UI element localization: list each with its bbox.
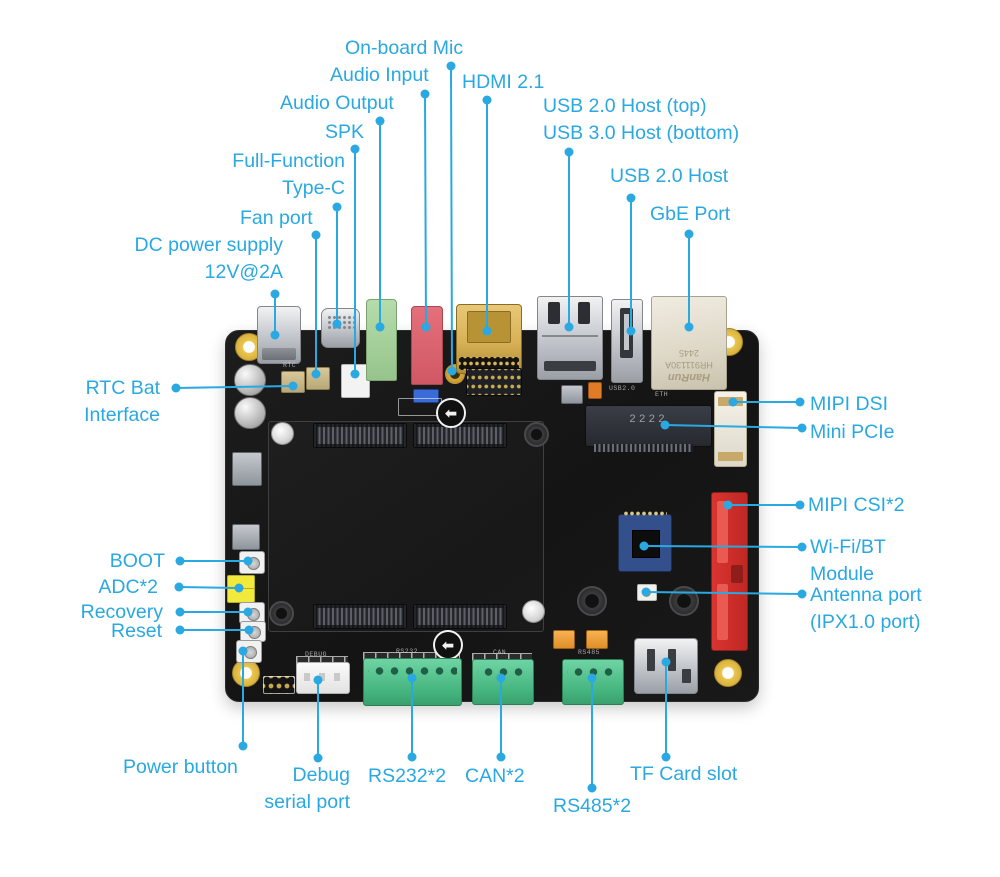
label-debug: Debug serial port (264, 764, 350, 813)
label-adc: ADC*2 (98, 576, 158, 598)
b2b-connector (413, 604, 507, 629)
label-mini-pcie: Mini PCIe (810, 421, 895, 443)
spk-connector (341, 364, 370, 398)
silkscreen-rs485: RS485 (578, 649, 601, 656)
label-gbe: GbE Port (650, 203, 731, 225)
label-boot: BOOT (109, 550, 165, 572)
b2b-connector (313, 604, 407, 629)
silkscreen-rtc: RTC (283, 362, 297, 369)
label-onboard-mic: On-board Mic (345, 37, 464, 59)
silkscreen-rs232: RS232 (396, 648, 419, 655)
label-recovery: Recovery (80, 601, 163, 623)
boot-button (239, 551, 265, 574)
rs232-terminal (363, 658, 462, 706)
module-marking: 2222 (629, 414, 668, 426)
dc-jack (257, 306, 301, 364)
gbe-brand-marking: HanRun (667, 371, 711, 383)
standoff-post (269, 601, 294, 626)
jumper-blue (413, 389, 439, 403)
power-inductor (232, 452, 262, 486)
b2b-connector (413, 423, 507, 448)
gbe-batch-marking: 2445 (678, 348, 700, 358)
logo-arrow: ⬅ (433, 630, 463, 660)
smd-cap-orange (588, 382, 602, 399)
smd-chip (561, 385, 583, 404)
label-fan-port: Fan port (240, 207, 313, 229)
rs485-terminal (562, 659, 624, 705)
mini-pcie-slot: 2222 (585, 405, 712, 452)
jumper-orange (586, 630, 608, 649)
label-tf-card: TF Card slot (630, 763, 738, 785)
mipi-csi-connector (711, 492, 748, 651)
standoff-post (524, 422, 549, 447)
label-type-c: Full-Function Type-C (232, 150, 345, 199)
label-antenna: Antenna port (IPX1.0 port) (810, 584, 922, 633)
b2b-connector (313, 423, 407, 448)
reset-button (240, 621, 266, 642)
label-usb-host: USB 2.0 Host (top) USB 3.0 Host (bottom) (543, 95, 740, 144)
mipi-dsi-connector (714, 391, 747, 467)
power-button (236, 640, 262, 663)
label-audio-output: Audio Output (280, 92, 394, 114)
label-reset: Reset (111, 620, 162, 642)
standoff-post (271, 422, 294, 445)
som-outline (268, 421, 544, 632)
pin-header-4 (263, 676, 295, 694)
leader-onboard-mic (446, 61, 457, 376)
capacitor (234, 364, 266, 396)
capacitor (234, 397, 266, 429)
silkscreen-usb: USB2.0 (609, 385, 636, 392)
gbe-model-marking: HR911130A (665, 360, 713, 370)
silkscreen-eth: ETH (655, 391, 669, 398)
leader-hdmi (482, 95, 492, 336)
label-usb2-host: USB 2.0 Host (610, 165, 729, 187)
antenna-port (637, 584, 657, 601)
label-dc-power: DC power supply 12V@2A (134, 234, 283, 283)
hdmi-port (456, 304, 522, 374)
silkscreen-debug: DEBUG (305, 651, 328, 658)
label-mipi-dsi: MIPI DSI (810, 393, 889, 415)
label-power-button: Power button (123, 756, 238, 778)
rtc-connector (281, 371, 305, 393)
label-mipi-csi: MIPI CSI*2 (808, 494, 905, 516)
label-wifi-module: Wi-Fi/BT Module (810, 536, 886, 585)
silkscreen-can: CAN (493, 649, 507, 656)
logo-arrow: ⬅ (436, 398, 466, 428)
jumper-orange (553, 630, 575, 649)
label-can: CAN*2 (465, 765, 525, 787)
mounting-hole-inner (577, 586, 607, 616)
fan-connector (306, 367, 330, 390)
standoff-post (522, 600, 545, 623)
wifi-bt-module (618, 511, 672, 572)
label-spk: SPK (325, 121, 365, 143)
usb-stack-port (537, 296, 603, 380)
type-c-port (321, 308, 360, 348)
pin-header (466, 368, 522, 396)
label-audio-input: Audio Input (330, 64, 429, 86)
tf-card-slot (634, 638, 698, 694)
mounting-hole-inner (669, 586, 699, 616)
leader-audio-input (420, 89, 431, 332)
gbe-port: HanRun HR911130A 2445 (651, 296, 727, 390)
usb2-port (611, 299, 643, 383)
label-rs232: RS232*2 (368, 765, 447, 787)
label-hdmi: HDMI 2.1 (462, 71, 545, 93)
adc-header (227, 575, 255, 603)
mounting-hole (232, 659, 260, 687)
debug-connector (296, 662, 350, 694)
mounting-hole (714, 659, 742, 687)
audio-input-jack (411, 306, 443, 385)
audio-output-jack (366, 299, 397, 381)
label-rs485: RS485*2 (553, 795, 632, 817)
can-terminal (472, 659, 534, 705)
label-rtc: RTC Bat Interface (84, 377, 160, 426)
power-inductor (232, 524, 260, 550)
